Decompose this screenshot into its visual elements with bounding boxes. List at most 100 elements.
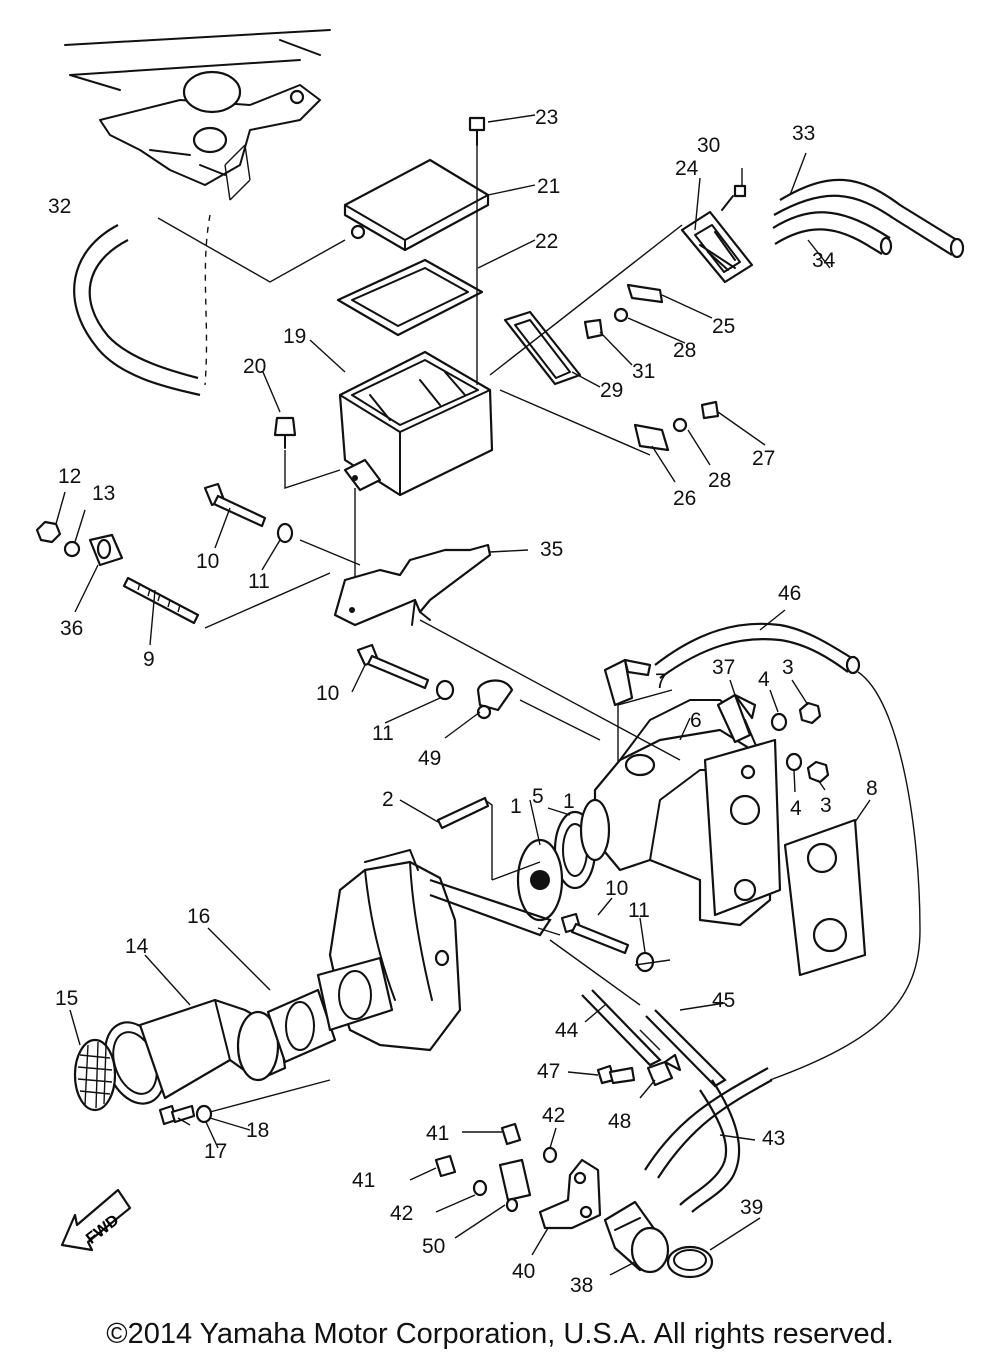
washer-28-upper	[613, 307, 629, 323]
hose-45	[645, 1009, 727, 1088]
label-26-lower: 26	[673, 487, 696, 510]
label-20: 20	[243, 355, 266, 378]
clip-26-lower	[633, 423, 670, 452]
clip-25	[626, 283, 664, 304]
screw-31	[583, 318, 604, 340]
label-38: 38	[570, 1274, 593, 1297]
silencer-case-19	[338, 350, 494, 497]
manifold-assembly-lines	[419, 619, 681, 966]
fwd-arrow-icon: FWD	[60, 1188, 132, 1252]
washer-11-middle	[435, 679, 455, 701]
washer-11-upper	[276, 522, 294, 544]
label-8: 8	[866, 777, 878, 800]
label-2: 2	[382, 788, 394, 811]
label-10-lower: 10	[605, 877, 628, 900]
bolt-10-middle	[356, 643, 430, 690]
parts-diagram: FWD	[35, 29, 965, 1297]
intake-pipe-14	[103, 998, 287, 1105]
label-3-lower: 3	[820, 794, 832, 817]
nut-12	[35, 520, 62, 544]
assembly-lines-lower	[549, 939, 661, 1051]
label-40: 40	[512, 1260, 535, 1283]
hose-44	[581, 989, 662, 1067]
screen-15	[73, 1038, 117, 1112]
label-25: 25	[712, 315, 735, 338]
screw-20	[273, 416, 341, 489]
label-39: 39	[740, 1196, 763, 1219]
silencer-cover-21	[343, 158, 490, 252]
clamp-49	[476, 679, 514, 720]
label-10-upper: 10	[196, 550, 219, 573]
stud-2	[436, 796, 541, 881]
hose-46	[654, 622, 921, 1081]
label-17: 17	[204, 1140, 227, 1163]
label-42-lower: 42	[390, 1202, 413, 1225]
washers-4	[770, 712, 803, 772]
label-4-lower: 4	[790, 797, 802, 820]
flange-plate	[316, 956, 394, 1032]
bolt-10-lower	[560, 912, 630, 955]
intake-lines	[209, 1079, 331, 1113]
label-16: 16	[187, 905, 210, 928]
label-33: 33	[792, 122, 815, 145]
hose-43	[644, 1067, 773, 1213]
bolt-17	[158, 1104, 196, 1126]
label-14: 14	[125, 935, 149, 958]
label-37: 37	[712, 656, 735, 679]
label-9: 9	[143, 648, 155, 671]
label-43: 43	[762, 1127, 785, 1150]
bolt-10-upper	[203, 482, 267, 528]
gasket-22	[336, 258, 484, 337]
hose-32	[73, 144, 251, 397]
bracket-35	[333, 543, 492, 627]
label-49: 49	[418, 747, 441, 770]
label-36: 36	[60, 617, 83, 640]
label-50: 50	[422, 1235, 445, 1258]
washer-18	[195, 1104, 213, 1124]
label-42-upper: 42	[542, 1104, 565, 1127]
label-31: 31	[632, 360, 655, 383]
gasket-16	[266, 988, 337, 1064]
label-45: 45	[712, 989, 735, 1012]
label-12: 12	[58, 465, 81, 488]
label-44: 44	[555, 1019, 579, 1042]
label-21: 21	[537, 175, 560, 198]
stud-9	[122, 576, 200, 625]
washer-11-lower	[635, 951, 655, 973]
hose-33	[773, 178, 965, 259]
label-1-right: 1	[563, 790, 575, 813]
manifold-body	[593, 699, 782, 927]
label-22: 22	[535, 230, 558, 253]
nuts-3	[798, 701, 830, 784]
label-41-lower: 41	[352, 1169, 375, 1192]
label-48: 48	[608, 1110, 631, 1133]
callout-leaders	[55, 114, 871, 1276]
bolt-47	[596, 1064, 636, 1085]
elbow-7	[603, 658, 652, 770]
washer-13	[63, 540, 81, 558]
label-28-upper: 28	[673, 339, 696, 362]
hose-34	[772, 211, 893, 256]
label-35: 35	[540, 538, 563, 561]
cap-39	[666, 1245, 714, 1279]
label-3-upper: 3	[782, 656, 794, 679]
label-4-upper: 4	[758, 668, 770, 691]
label-15: 15	[55, 987, 78, 1010]
copyright-notice: ©2014 Yamaha Motor Corporation, U.S.A. A…	[106, 1318, 894, 1350]
label-6: 6	[690, 709, 702, 732]
flange-1	[516, 798, 611, 922]
screw-27	[700, 400, 720, 420]
label-24: 24	[675, 157, 699, 180]
label-23: 23	[535, 106, 558, 129]
screws-41	[434, 1122, 522, 1178]
upper-bracket-drawing	[64, 29, 331, 186]
joint-48	[646, 1053, 682, 1087]
label-1-left: 1	[510, 795, 522, 818]
label-11-lower: 11	[628, 899, 650, 922]
label-46: 46	[778, 582, 801, 605]
label-27: 27	[752, 447, 775, 470]
washer-28-lower	[672, 417, 688, 433]
grommet-50	[498, 1158, 532, 1213]
screw-30	[721, 184, 747, 211]
valve-38	[603, 1200, 670, 1274]
